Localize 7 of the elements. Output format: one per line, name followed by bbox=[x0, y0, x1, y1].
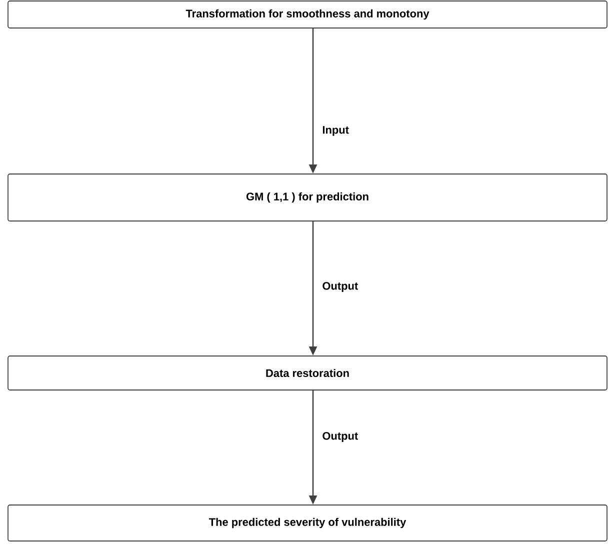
edge-label: Output bbox=[321, 431, 360, 443]
edge-label: Input bbox=[321, 125, 350, 137]
process-box: GM ( 1,1 ) for prediction bbox=[8, 174, 608, 222]
process-box: Transformation for smoothness and monotony bbox=[8, 0, 608, 28]
edge-label: Output bbox=[321, 281, 360, 293]
process-box: The predicted severity of vulnerability bbox=[8, 504, 608, 542]
process-box: Data restoration bbox=[8, 356, 608, 390]
